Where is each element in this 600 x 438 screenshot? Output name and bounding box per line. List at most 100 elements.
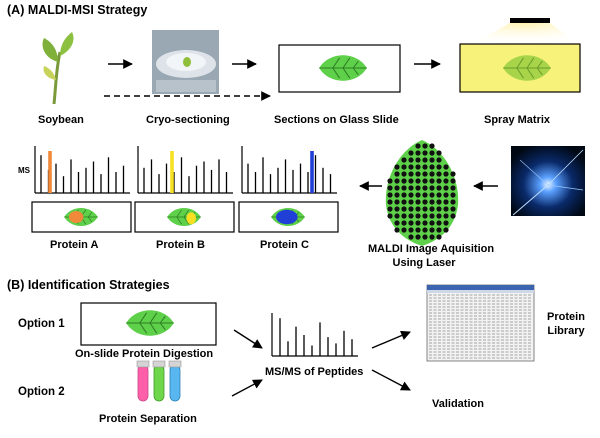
maldi-spot [387, 192, 393, 198]
maldi-spot [401, 227, 407, 233]
ms-spectra-group [34, 146, 337, 194]
maldi-spot [443, 220, 449, 226]
maldi-spot [436, 178, 442, 184]
maldi-spot [429, 157, 435, 163]
maldi-spot [429, 171, 435, 177]
maldi-spot [450, 199, 456, 205]
step-glass-slide-label: Sections on Glass Slide [274, 114, 399, 126]
maldi-spot [429, 192, 435, 198]
maldi-spot [422, 213, 428, 219]
laser-image [511, 146, 585, 216]
validation-label: Validation [432, 398, 484, 410]
maldi-spot [394, 192, 400, 198]
maldi-spot [408, 227, 414, 233]
library-label-line2: Library [547, 325, 585, 337]
protein-distribution [276, 209, 298, 225]
arrow-option2-to-msms [231, 379, 263, 397]
library-label-line1: Protein [547, 311, 585, 323]
maldi-spot [415, 234, 421, 240]
maldi-spot [422, 199, 428, 205]
protein-distribution [69, 211, 84, 223]
section-b-title: (B) Identification Strategies [7, 278, 170, 292]
maldi-spot [387, 199, 393, 205]
glass-slide-image [278, 44, 401, 93]
option-1-label: Option 1 [18, 318, 65, 330]
maldi-spot [415, 213, 421, 219]
maldi-dotted-leaf-image [385, 140, 459, 246]
highlighted-peak [48, 151, 52, 193]
maldi-spot [443, 192, 449, 198]
maldi-spot [387, 213, 393, 219]
maldi-spot [443, 164, 449, 170]
maldi-spot [394, 164, 400, 170]
protein-distribution [186, 212, 196, 225]
maldi-spot [443, 178, 449, 184]
step-soybean-label: Soybean [38, 114, 84, 126]
maldi-spot [408, 185, 414, 191]
maldi-spot [450, 206, 456, 212]
maldi-spot [422, 171, 428, 177]
maldi-spot [415, 171, 421, 177]
maldi-spot [401, 185, 407, 191]
maldi-spot [422, 220, 428, 226]
leaf-veins [167, 209, 201, 225]
maldi-spot [422, 143, 428, 149]
protein-slides-group [31, 201, 339, 233]
maldi-spot [436, 234, 442, 240]
maldi-spot [408, 171, 414, 177]
protein-separation-label: Protein Separation [99, 413, 197, 425]
maldi-spot [408, 206, 414, 212]
maldi-spot [429, 143, 435, 149]
maldi-spot [436, 213, 442, 219]
maldi-spot [429, 213, 435, 219]
maldi-spot [443, 227, 449, 233]
maldi-spot [436, 150, 442, 156]
protein-a-label: Protein A [50, 239, 99, 251]
arrow-msms-to-library [371, 330, 411, 349]
maldi-spot [436, 227, 442, 233]
maldi-spot [408, 192, 414, 198]
cryostat-image [152, 30, 219, 94]
maldi-spot [422, 178, 428, 184]
maldi-spot [436, 164, 442, 170]
maldi-spot [429, 164, 435, 170]
maldi-spot [415, 227, 421, 233]
maldi-spot [401, 192, 407, 198]
msms-spectrum [271, 313, 358, 357]
maldi-spot [429, 185, 435, 191]
maldi-spot [401, 157, 407, 163]
maldi-spot [422, 164, 428, 170]
maldi-spot [429, 206, 435, 212]
maldi-spot [429, 234, 435, 240]
maldi-spot [422, 185, 428, 191]
maldi-spot [429, 227, 435, 233]
maldi-label-line1: MALDI Image Aquisition [368, 243, 495, 255]
maldi-spot [415, 199, 421, 205]
maldi-spot [394, 213, 400, 219]
maldi-spot [394, 171, 400, 177]
step-cryo-label: Cryo-sectioning [146, 114, 230, 126]
maldi-label-line2: Using Laser [392, 257, 456, 269]
maldi-spot [394, 227, 400, 233]
protein-slide-leaf [271, 208, 305, 226]
maldi-spot [401, 206, 407, 212]
maldi-spot [415, 150, 421, 156]
maldi-spot [394, 220, 400, 226]
option-2-label: Option 2 [18, 386, 65, 398]
on-slide-digestion-label: On-slide Protein Digestion [75, 348, 214, 360]
maldi-spot [422, 227, 428, 233]
maldi-spot [450, 213, 456, 219]
maldi-spot [429, 150, 435, 156]
maldi-spot [387, 178, 393, 184]
maldi-spot [394, 185, 400, 191]
soybean-seedling-image [42, 32, 74, 105]
maldi-spot [436, 206, 442, 212]
maldi-spot [450, 192, 456, 198]
test-tubes-image [136, 360, 182, 402]
maldi-spot [422, 150, 428, 156]
maldi-spot [401, 199, 407, 205]
maldi-spot [415, 192, 421, 198]
ms-axis-label: MS [18, 166, 30, 175]
